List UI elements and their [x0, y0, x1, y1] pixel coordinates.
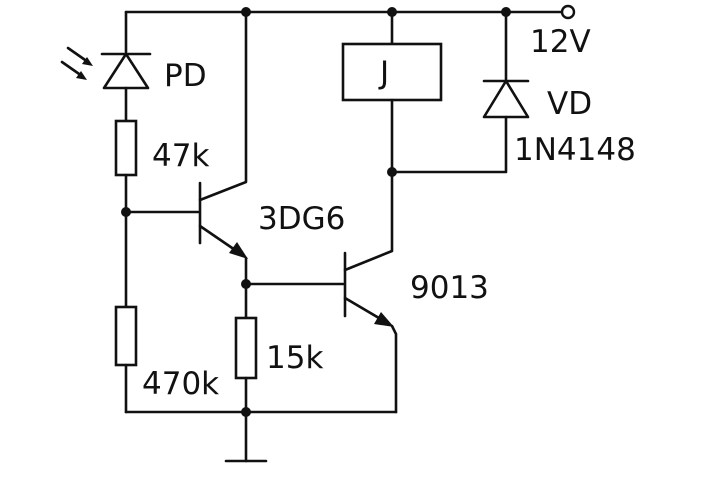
resistor-470k — [114, 305, 138, 414]
transistor-9013-label: 9013 — [410, 270, 489, 306]
supply-rail — [124, 7, 563, 17]
photodiode-pd — [100, 10, 152, 122]
diode-vd — [390, 10, 530, 174]
supply-voltage-label: 12V — [530, 24, 591, 60]
supply-terminal — [560, 4, 576, 20]
diode-part-label: 1N4148 — [514, 132, 636, 168]
relay-label: J — [378, 55, 389, 91]
resistor-470k-label: 470k — [142, 366, 219, 402]
relay-coil-j — [341, 10, 443, 177]
diode-ref-label: VD — [547, 86, 592, 122]
resistor-47k-label: 47k — [152, 138, 209, 174]
transistor-3dg6 — [124, 10, 248, 284]
ground-rail — [124, 407, 398, 463]
emitter-base-node — [241, 279, 345, 320]
light-arrows-icon — [60, 46, 93, 80]
photodiode-label: PD — [164, 58, 207, 94]
resistor-15k-label: 15k — [266, 340, 323, 376]
transistor-9013 — [343, 170, 398, 414]
transistor-3dg6-label: 3DG6 — [258, 201, 345, 237]
resistor-15k — [234, 316, 258, 414]
